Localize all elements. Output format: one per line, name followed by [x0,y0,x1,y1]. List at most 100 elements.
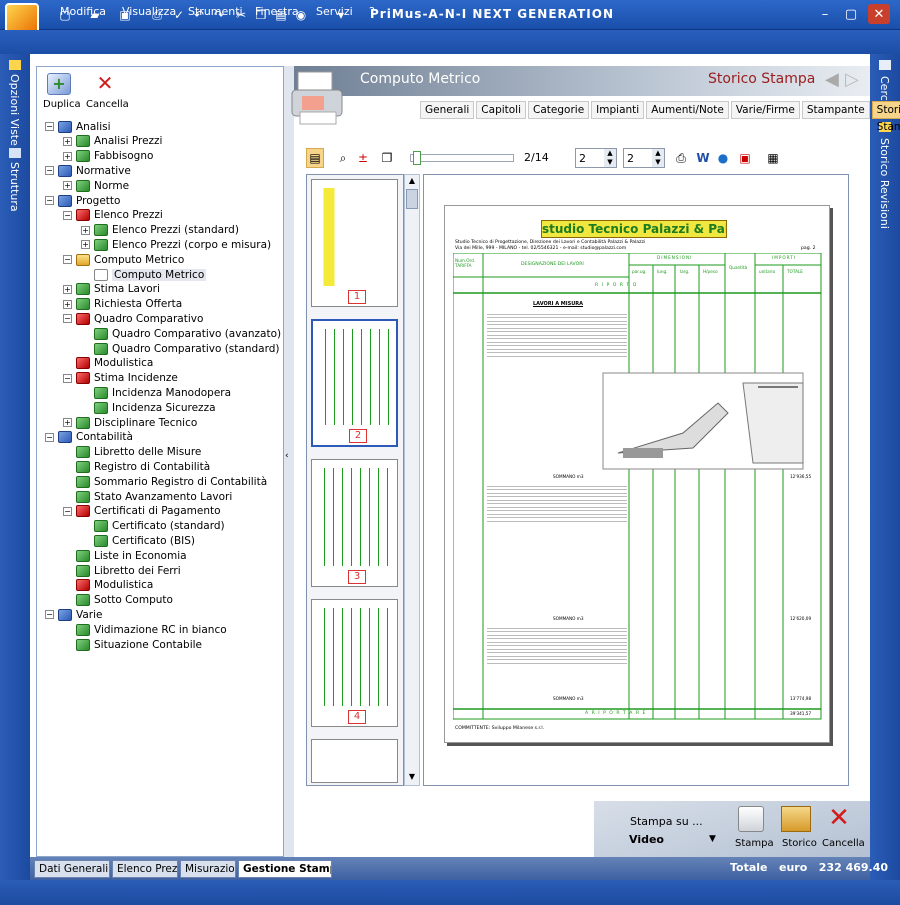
workspace-tab[interactable]: Gestione Stampe [238,860,332,878]
scroll-thumb[interactable] [406,189,418,209]
new-document-icon[interactable]: ▢ [59,8,71,22]
tree-item[interactable]: Certificato (BIS) [81,533,195,548]
spin-from-arrows-icon[interactable]: ▲▼ [604,149,616,167]
expand-icon[interactable]: + [63,181,72,191]
back-arrow-icon[interactable]: ◀ [825,69,839,90]
tree-item[interactable]: −Varie [45,607,103,622]
collapse-icon[interactable]: − [45,610,54,620]
print-icon[interactable]: ⎙ [152,7,162,22]
cerca-tab[interactable]: Cerca [878,76,891,108]
tree-item[interactable]: −Analisi [45,119,111,134]
undo-icon[interactable]: ↶ [193,8,205,22]
tree-item[interactable]: +Fabbisogno [63,149,153,164]
tree-item[interactable]: −Certificati di Pagamento [63,504,221,519]
page-thumbnail[interactable]: 1 [311,179,398,307]
collapse-arrow-icon[interactable]: ‹ [285,451,289,461]
tab-stampante[interactable]: Stampante [801,101,870,119]
tree-item[interactable]: +Norme [63,178,129,193]
chevron-down-icon[interactable]: ▼ [709,834,716,844]
tree-item[interactable]: Computo Metrico [81,267,207,282]
page-thumbnail[interactable] [311,739,398,783]
print-page-icon[interactable]: ⎙ [676,150,686,165]
tree-item[interactable]: Incidenza Sicurezza [81,400,216,415]
stampa-button[interactable]: Stampa [735,838,774,849]
tree-item[interactable]: +Stima Lavori [63,282,160,297]
web-export-icon[interactable]: ● [717,151,729,165]
expand-icon[interactable]: + [63,299,72,309]
forward-arrow-icon[interactable]: ▷ [845,69,859,90]
copy-icon[interactable]: ❐ [255,8,267,22]
tree-item[interactable]: Quadro Comparativo (avanzato) [81,326,281,341]
cancella-icon[interactable]: ✕ [96,71,114,95]
page-thumbnail[interactable]: 4 [311,599,398,727]
tree-item[interactable]: −Elenco Prezzi [63,208,163,223]
duplica-label[interactable]: Duplica [43,99,81,110]
menu-servizi[interactable]: Servizi [316,5,353,18]
tree-item[interactable]: Vidimazione RC in bianco [63,622,227,637]
redo-icon[interactable]: ↷ [213,8,225,22]
page-thumbnail[interactable]: 2 [311,319,398,447]
tree-item[interactable]: Certificato (standard) [81,519,225,534]
tree-item[interactable]: +Elenco Prezzi (standard) [81,223,239,238]
zoom-icon[interactable]: ◉ [295,8,307,22]
tree-item[interactable]: Stato Avanzamento Lavori [63,489,232,504]
minimize-button[interactable]: – [821,6,829,22]
cancella-button[interactable]: Cancella [822,838,865,849]
page-thumbnail[interactable]: 3 [311,459,398,587]
spin-to-input[interactable]: 2 ▲▼ [623,148,665,168]
menu-finestra[interactable]: Finestra [255,5,299,18]
stampa-icon[interactable] [738,806,764,832]
collapse-icon[interactable]: − [45,196,54,205]
page-slider[interactable] [410,151,514,165]
tab-impianti[interactable]: Impianti [591,101,645,119]
tree-item[interactable]: Sotto Computo [63,593,173,608]
tree-item[interactable]: +Elenco Prezzi (corpo e misura) [81,237,271,252]
scroll-down-icon[interactable]: ▼ [408,772,416,781]
open-folder-icon[interactable]: ▰ [90,8,100,22]
scroll-up-icon[interactable]: ▲ [408,176,416,185]
expand-icon[interactable]: + [63,284,72,294]
thumbnail-scrollbar[interactable]: ▲ ▼ [404,174,420,786]
spin-from-input[interactable]: 2 ▲▼ [575,148,617,168]
collapse-icon[interactable]: − [45,432,54,442]
page-setup-icon[interactable]: ▦ [767,151,779,165]
workspace-tab[interactable]: Misurazioni [180,860,236,878]
collapse-icon[interactable]: − [63,373,72,383]
tree-item[interactable]: Modulistica [63,356,153,371]
tree-item[interactable]: Situazione Contabile [63,637,202,652]
tab-storico-stampa[interactable]: Storico Stampa [871,101,900,133]
collapse-icon[interactable]: − [63,506,72,516]
tree-item[interactable]: −Stima Incidenze [63,371,178,386]
cut-icon[interactable]: ✂ [235,8,247,22]
tree-item[interactable]: Sommario Registro di Contabilità [63,474,267,489]
menu-visualizza[interactable]: Visualizza [122,5,177,18]
tree-item[interactable]: Registro di Contabilità [63,459,210,474]
menu-help[interactable]: ? [369,5,375,18]
workspace-tab[interactable]: Dati Generali [34,860,110,878]
workspace-tab[interactable]: Elenco Prezzi [112,860,178,878]
pdf-export-icon[interactable]: ▣ [739,151,751,165]
expand-icon[interactable]: + [63,418,72,427]
word-export-icon[interactable]: W [696,151,710,165]
struttura-tab[interactable]: Struttura [8,162,21,212]
collapse-icon[interactable]: − [45,166,54,176]
collapse-icon[interactable]: − [63,255,72,265]
panel-splitter[interactable]: ‹ [284,66,294,857]
expand-icon[interactable]: + [63,136,72,146]
tree-item[interactable]: −Contabilità [45,430,133,445]
zoom-in-icon[interactable]: ⌕ [339,150,347,165]
tree-item[interactable]: Incidenza Manodopera [81,385,231,400]
tab-capitoli[interactable]: Capitoli [476,101,527,119]
tree-item[interactable]: −Progetto [45,193,120,208]
collapse-icon[interactable]: − [63,314,72,324]
collapse-icon[interactable]: − [63,210,72,220]
opzioni-viste-tab[interactable]: Opzioni Viste [8,74,21,146]
menu-modifica[interactable]: Modifica [60,5,106,18]
tree-item[interactable]: Quadro Comparativo (standard) [81,341,279,356]
storico-button[interactable]: Storico [782,838,817,849]
thumbnails-toggle-icon[interactable]: ▤ [306,148,324,168]
quick-access-dropdown-icon[interactable]: ▾ [337,8,345,22]
tab-generali[interactable]: Generali [420,101,475,119]
tree-item[interactable]: −Quadro Comparativo [63,311,203,326]
slider-thumb[interactable] [413,151,421,165]
